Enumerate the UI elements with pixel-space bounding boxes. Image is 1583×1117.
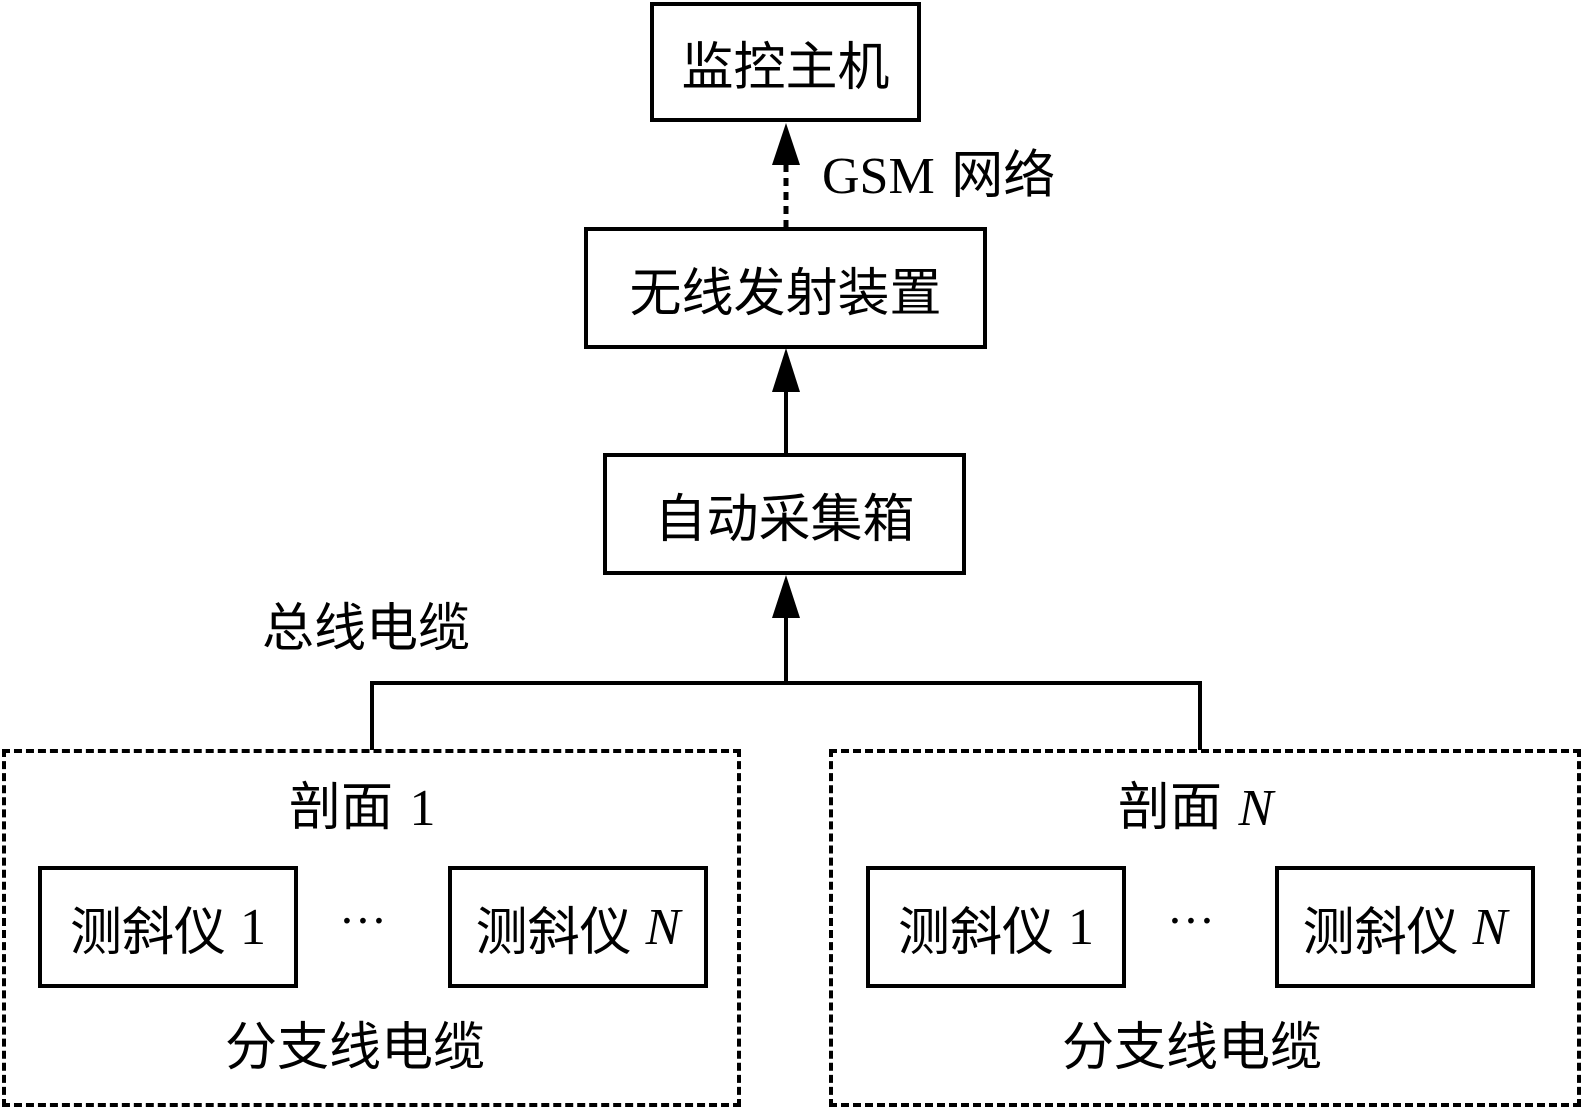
wireless-transmitter-node: 无线发射装置 (584, 227, 987, 349)
inclinometer-node: 测斜仪 1 (38, 866, 298, 988)
bus-cable-line (370, 681, 1202, 750)
bus-cable-label: 总线电缆 (262, 599, 471, 659)
inclinometer-node: 测斜仪 N (448, 866, 708, 988)
auto-acquisition-box-label: 自动采集箱 (654, 489, 915, 550)
ellipsis: ··· (1168, 896, 1216, 947)
section-title-index: 1 (409, 780, 436, 837)
gsm-label-latin: GSM (822, 148, 935, 205)
inclinometer-index: 1 (240, 898, 266, 956)
inclinometer-label: 测斜仪 (69, 902, 226, 963)
wireless-transmitter-label: 无线发射装置 (629, 263, 942, 324)
section-title-index: N (1238, 780, 1274, 837)
gsm-label-cn: 网络 (951, 146, 1056, 206)
inclinometer-node: 测斜仪 1 (866, 866, 1126, 988)
gsm-network-label: GSM 网络 (822, 150, 1055, 203)
inclinometer-index: N (645, 898, 681, 956)
section-1-title: 剖面 1 (289, 782, 436, 835)
inclinometer-label: 测斜仪 (897, 902, 1054, 963)
inclinometer-label: 测斜仪 (1302, 902, 1459, 963)
monitor-host-label: 监控主机 (681, 37, 890, 98)
inclinometer-index: 1 (1068, 898, 1094, 956)
arrowhead-acq (772, 575, 800, 618)
arrowhead-transmitter (772, 348, 800, 392)
branch-cable-label: 分支线电缆 (1062, 1018, 1323, 1078)
branch-cable-label: 分支线电缆 (225, 1018, 486, 1078)
inclinometer-index: N (1472, 898, 1508, 956)
section-n-title: 剖面 N (1118, 782, 1273, 835)
gsm-arrowhead (772, 123, 800, 165)
monitor-host-node: 监控主机 (650, 2, 921, 122)
inclinometer-label: 测斜仪 (475, 902, 632, 963)
inclinometer-node: 测斜仪 N (1275, 866, 1535, 988)
section-1-group (2, 749, 741, 1107)
section-n-group (829, 749, 1581, 1107)
section-title-cn: 剖面 (289, 778, 394, 838)
ellipsis: ··· (340, 896, 388, 947)
section-title-cn: 剖面 (1118, 778, 1223, 838)
auto-acquisition-box-node: 自动采集箱 (603, 453, 966, 575)
